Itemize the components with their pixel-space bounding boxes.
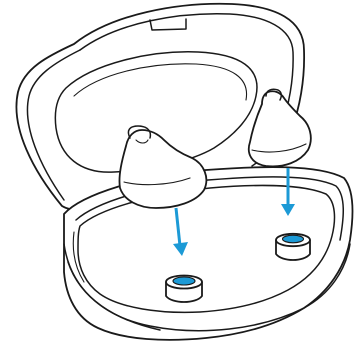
- right-charging-pin: [276, 234, 310, 260]
- left-charging-pin: [166, 276, 202, 303]
